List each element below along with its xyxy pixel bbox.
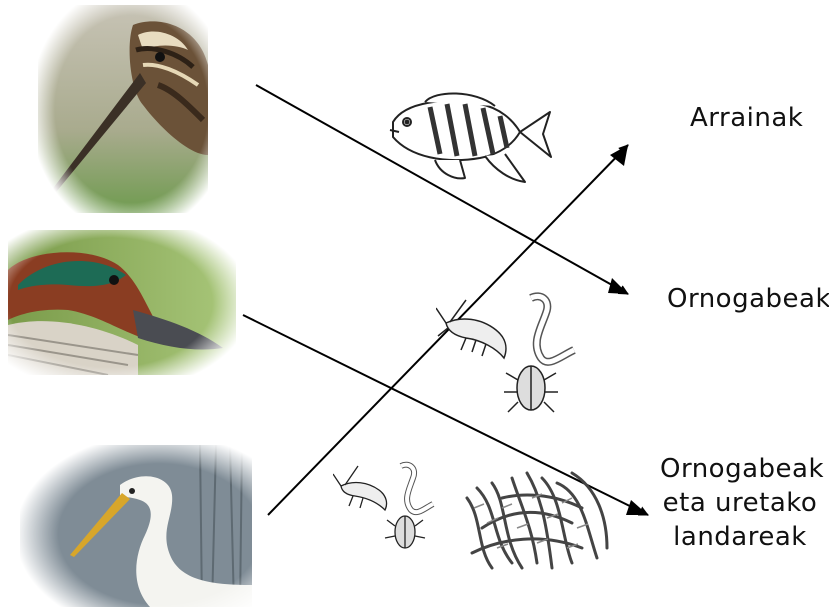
fish-icon <box>385 92 555 192</box>
invertebrates-icon <box>333 458 453 553</box>
food-label-invertebrates-plants: Ornogabeak eta uretako landareak <box>660 452 820 554</box>
food-label-invertebrates: Ornogabeak <box>667 282 829 316</box>
label-line: landareak <box>660 520 820 554</box>
label-line: Ornogabeak <box>660 452 820 486</box>
food-label-fish: Arrainak <box>690 101 803 135</box>
water-plants-icon <box>462 468 612 578</box>
invertebrates-icon <box>436 288 586 423</box>
label-line: eta uretako <box>660 486 820 520</box>
